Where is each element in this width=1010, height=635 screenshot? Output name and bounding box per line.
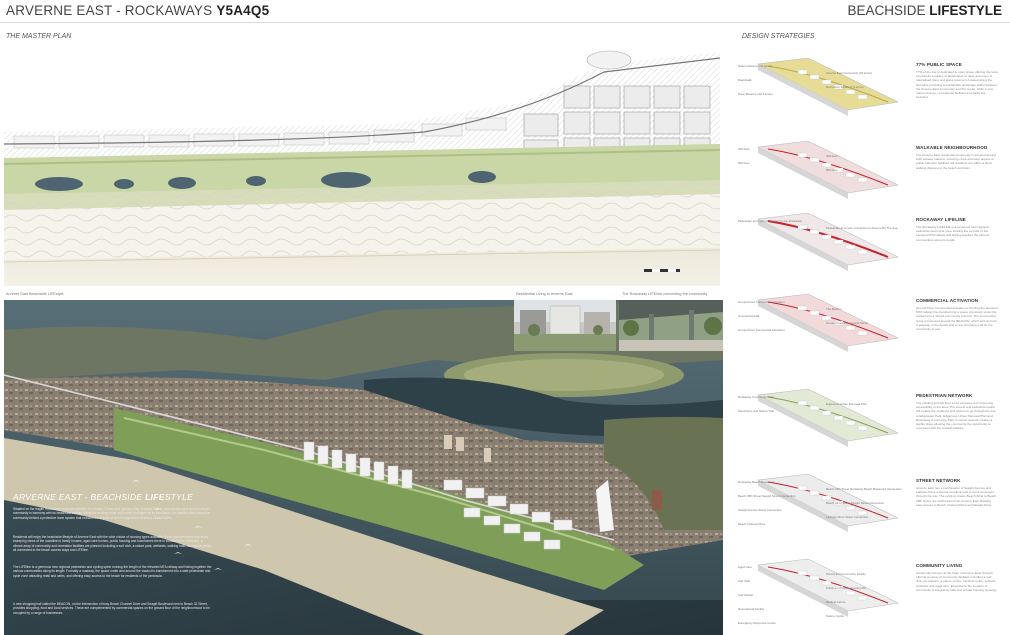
strategy-callout: School and Community Facility <box>826 572 866 576</box>
strategy-callout: Recreation Space (7.4 acres) <box>826 85 864 89</box>
strategy-diagram <box>756 293 899 352</box>
strategy-title: WALKABLE NEIGHBOURHOOD <box>916 145 988 150</box>
overlay-paragraph: A new shopping hall called the BEACON, o… <box>13 602 210 615</box>
strategy-callout: Commercial Hall <box>738 314 760 318</box>
strategy-description: The Rockaway LIFELINE is a generous new … <box>916 225 990 242</box>
board-title: BEACHSIDE LIFESTYLE <box>847 3 1002 18</box>
strategy-callout: Surf Shelter <box>738 593 754 597</box>
strategy-callout: Arverne East Community (33 acres) <box>826 71 872 75</box>
strategy-callout: Nature Reserve (33 acres) <box>738 64 773 68</box>
strategy-callout: Rockaway Beach Boulevard <box>738 480 775 484</box>
strategy-title: COMMERCIAL ACTIVATION <box>916 298 979 303</box>
master-plan-drawing <box>4 44 720 286</box>
strategy-description: Arverne East has a combination of Seagir… <box>916 486 997 507</box>
lifeline-caption: The Rockaway LIFEline connecting the com… <box>622 292 708 296</box>
strategy-callout: Surf Club <box>738 579 751 583</box>
strategy-callout: 200 Feet <box>738 147 750 151</box>
strategy-title: COMMUNITY LIVING <box>916 563 963 568</box>
strategy-callout: Ground Floor Commercial Activation <box>738 328 785 332</box>
strategy-callout: 400 Feet <box>826 154 838 158</box>
strategy-title: STREET NETWORK <box>916 478 961 483</box>
strategy-title: ROCKAWAY LIFELINE <box>916 217 966 222</box>
strategy-callout: Medical Centre <box>826 600 846 604</box>
strategy-callout: Beach Channel Drive <box>738 522 766 526</box>
strategy-title: 77% PUBLIC SPACE <box>916 62 962 67</box>
strategy-diagram <box>756 558 899 617</box>
strategy-description: 77% of the site is dedicated to open spa… <box>916 70 998 100</box>
overlay-paragraph: Situated on the fragile Rockaway peninsu… <box>13 507 210 520</box>
design-strategies-heading: DESIGN STRATEGIES <box>742 33 815 40</box>
strategy-callout: Pedestrian and cycle connection to Far R… <box>738 219 803 223</box>
strategy-callout: 600 Feet <box>738 161 750 165</box>
strategy-callout: Dune Reserve (33.3 acres) <box>738 92 773 96</box>
header-divider <box>0 22 1010 23</box>
strategy-callout: Aged Care <box>738 565 752 569</box>
strategy-callout: Nature Centre <box>826 614 845 618</box>
strategy-callout: Pedestrian and cycle connection to Arver… <box>826 226 898 230</box>
lifeline-photo <box>619 300 723 351</box>
strategy-description: Ground Floor Commercial activation is fr… <box>916 306 998 332</box>
strategy-callout: Ground Floor Commercial Spine <box>826 321 868 325</box>
aerial-rendering <box>4 300 723 635</box>
strategy-callout: Sand Dune and Nature Trail <box>738 409 774 413</box>
strategy-callout: Beach 32nd Street Seagirt Street Interse… <box>826 501 885 505</box>
project-code: Y5A4Q5 <box>216 3 270 18</box>
residential-photo <box>514 300 616 351</box>
aerial-overlay-title: ARVERNE EAST - BEACHSIDE LIFESTYLE <box>13 492 194 502</box>
strategy-diagram <box>756 57 899 116</box>
strategy-callout: Recreational Facility <box>738 607 765 611</box>
strategy-title: PEDESTRIAN NETWORK <box>916 393 973 398</box>
strategy-callout: Rockaway Community Park <box>738 395 774 399</box>
strategy-callout: Public and Private Housing Mix <box>826 586 867 590</box>
strategy-description: The Arverne East residential community i… <box>916 153 996 170</box>
strategy-callout: Edgemere Urban Renewal Plan <box>826 402 867 406</box>
strategy-callout: Boardwalk <box>738 78 752 82</box>
strategy-callout: Emergency Response Centre <box>738 621 776 625</box>
strategy-diagram <box>756 473 899 532</box>
strategy-callout: 800 Feet <box>826 168 838 172</box>
project-title: ARVERNE EAST - ROCKAWAYS Y5A4Q5 <box>6 3 270 18</box>
aerial-caption: Arverne East Beachside LIFEstyle <box>6 292 64 296</box>
strategy-description: Community living is at the heart of Arve… <box>916 571 997 592</box>
strategy-callout: Beach 35th Street Seagirt Street Interse… <box>738 494 796 498</box>
residential-caption: Residential Living in Arverne East <box>516 292 573 296</box>
strategy-diagram <box>756 212 899 271</box>
strategy-callout: Seagirt Avenue Street Connection <box>738 508 782 512</box>
strategy-diagram <box>756 140 899 199</box>
strategy-callout: Larkway Drive Street Connection <box>826 515 869 519</box>
strategy-diagram <box>756 388 899 447</box>
strategy-description: The existing grid will form a key compon… <box>916 401 996 431</box>
overlay-paragraph: The LIFEline is a generous new regional … <box>13 565 212 578</box>
strategy-callout: Ground Floor Commercial Activation <box>738 300 785 304</box>
overlay-paragraph: Residents will enjoy the beachside lifes… <box>13 535 212 552</box>
strategy-callout: Beach 32th Street Rockaway Beach Bouleva… <box>826 487 902 491</box>
master-plan-heading: THE MASTER PLAN <box>6 33 72 40</box>
strategy-callout: The Beacon <box>826 307 842 311</box>
